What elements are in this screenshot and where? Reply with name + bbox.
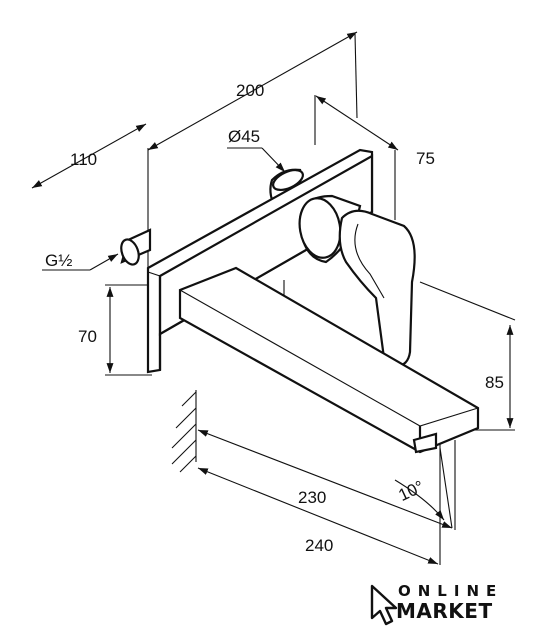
- dim-240-label: 240: [305, 536, 333, 555]
- cursor-icon: [370, 584, 398, 626]
- dim-200-label: 200: [236, 81, 264, 100]
- dim-angle-label: 10°: [396, 477, 427, 505]
- faucet-body: [120, 148, 480, 454]
- dim-diameter-label: Ø45: [228, 127, 260, 146]
- spout: [178, 266, 480, 454]
- dim-230-label: 230: [298, 488, 326, 507]
- dimension-lines: [31, 31, 514, 565]
- logo-line2: MARKET: [396, 599, 493, 623]
- lever-handle: [338, 209, 416, 368]
- dim-110-label: 110: [70, 150, 97, 169]
- wall-hatch: [171, 390, 197, 473]
- logo-line1: ONLINE: [398, 582, 503, 600]
- online-market-logo: ONLINE MARKET: [370, 582, 503, 626]
- dim-75-label: 75: [416, 149, 435, 168]
- dim-70-label: 70: [78, 327, 97, 346]
- dim-thread-label: G½: [45, 251, 72, 270]
- dim-85-label: 85: [485, 373, 504, 392]
